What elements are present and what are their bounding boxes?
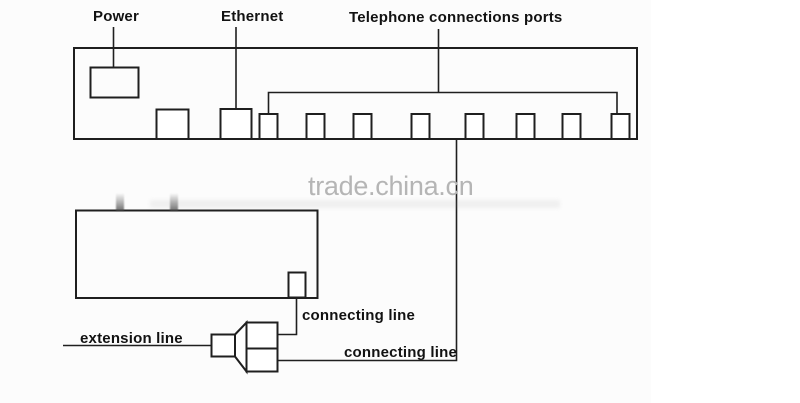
base-unit-jack xyxy=(287,271,307,299)
faded-leader-smudge xyxy=(116,193,124,211)
splitter-body xyxy=(245,321,279,373)
telephone-port-1 xyxy=(258,113,279,140)
power-port xyxy=(89,66,140,99)
telephone-ports-group xyxy=(258,113,631,140)
base-unit-outline xyxy=(75,209,319,299)
ethernet-label: Ethernet xyxy=(221,8,284,25)
telephone-port-4 xyxy=(410,113,431,140)
upper-connecting-line-path xyxy=(277,297,298,336)
lower-connecting-line-path xyxy=(277,139,458,362)
telephone-port-5 xyxy=(464,113,485,140)
ethernet-port xyxy=(219,108,253,140)
telephone-port-7 xyxy=(561,113,582,140)
ports-bracket-line xyxy=(267,91,618,114)
telephone-ports-label: Telephone connections ports xyxy=(349,9,563,26)
telephone-port-8 xyxy=(610,113,631,140)
telephone-port-6 xyxy=(515,113,536,140)
extension-line-label: extension line xyxy=(80,330,183,347)
aux-port xyxy=(155,108,190,140)
faded-leader-smudge xyxy=(170,193,178,211)
site-watermark: trade.china.cn xyxy=(308,171,474,201)
faded-smudge-band xyxy=(150,200,560,208)
splitter-plug xyxy=(210,333,236,358)
power-label: Power xyxy=(93,8,140,25)
splitter-trapezoid xyxy=(234,320,248,375)
connecting-line-upper-label: connecting line xyxy=(302,307,416,324)
connecting-line-lower-label: connecting line xyxy=(344,344,458,361)
telephone-port-3 xyxy=(352,113,373,140)
telephone-port-2 xyxy=(305,113,326,140)
